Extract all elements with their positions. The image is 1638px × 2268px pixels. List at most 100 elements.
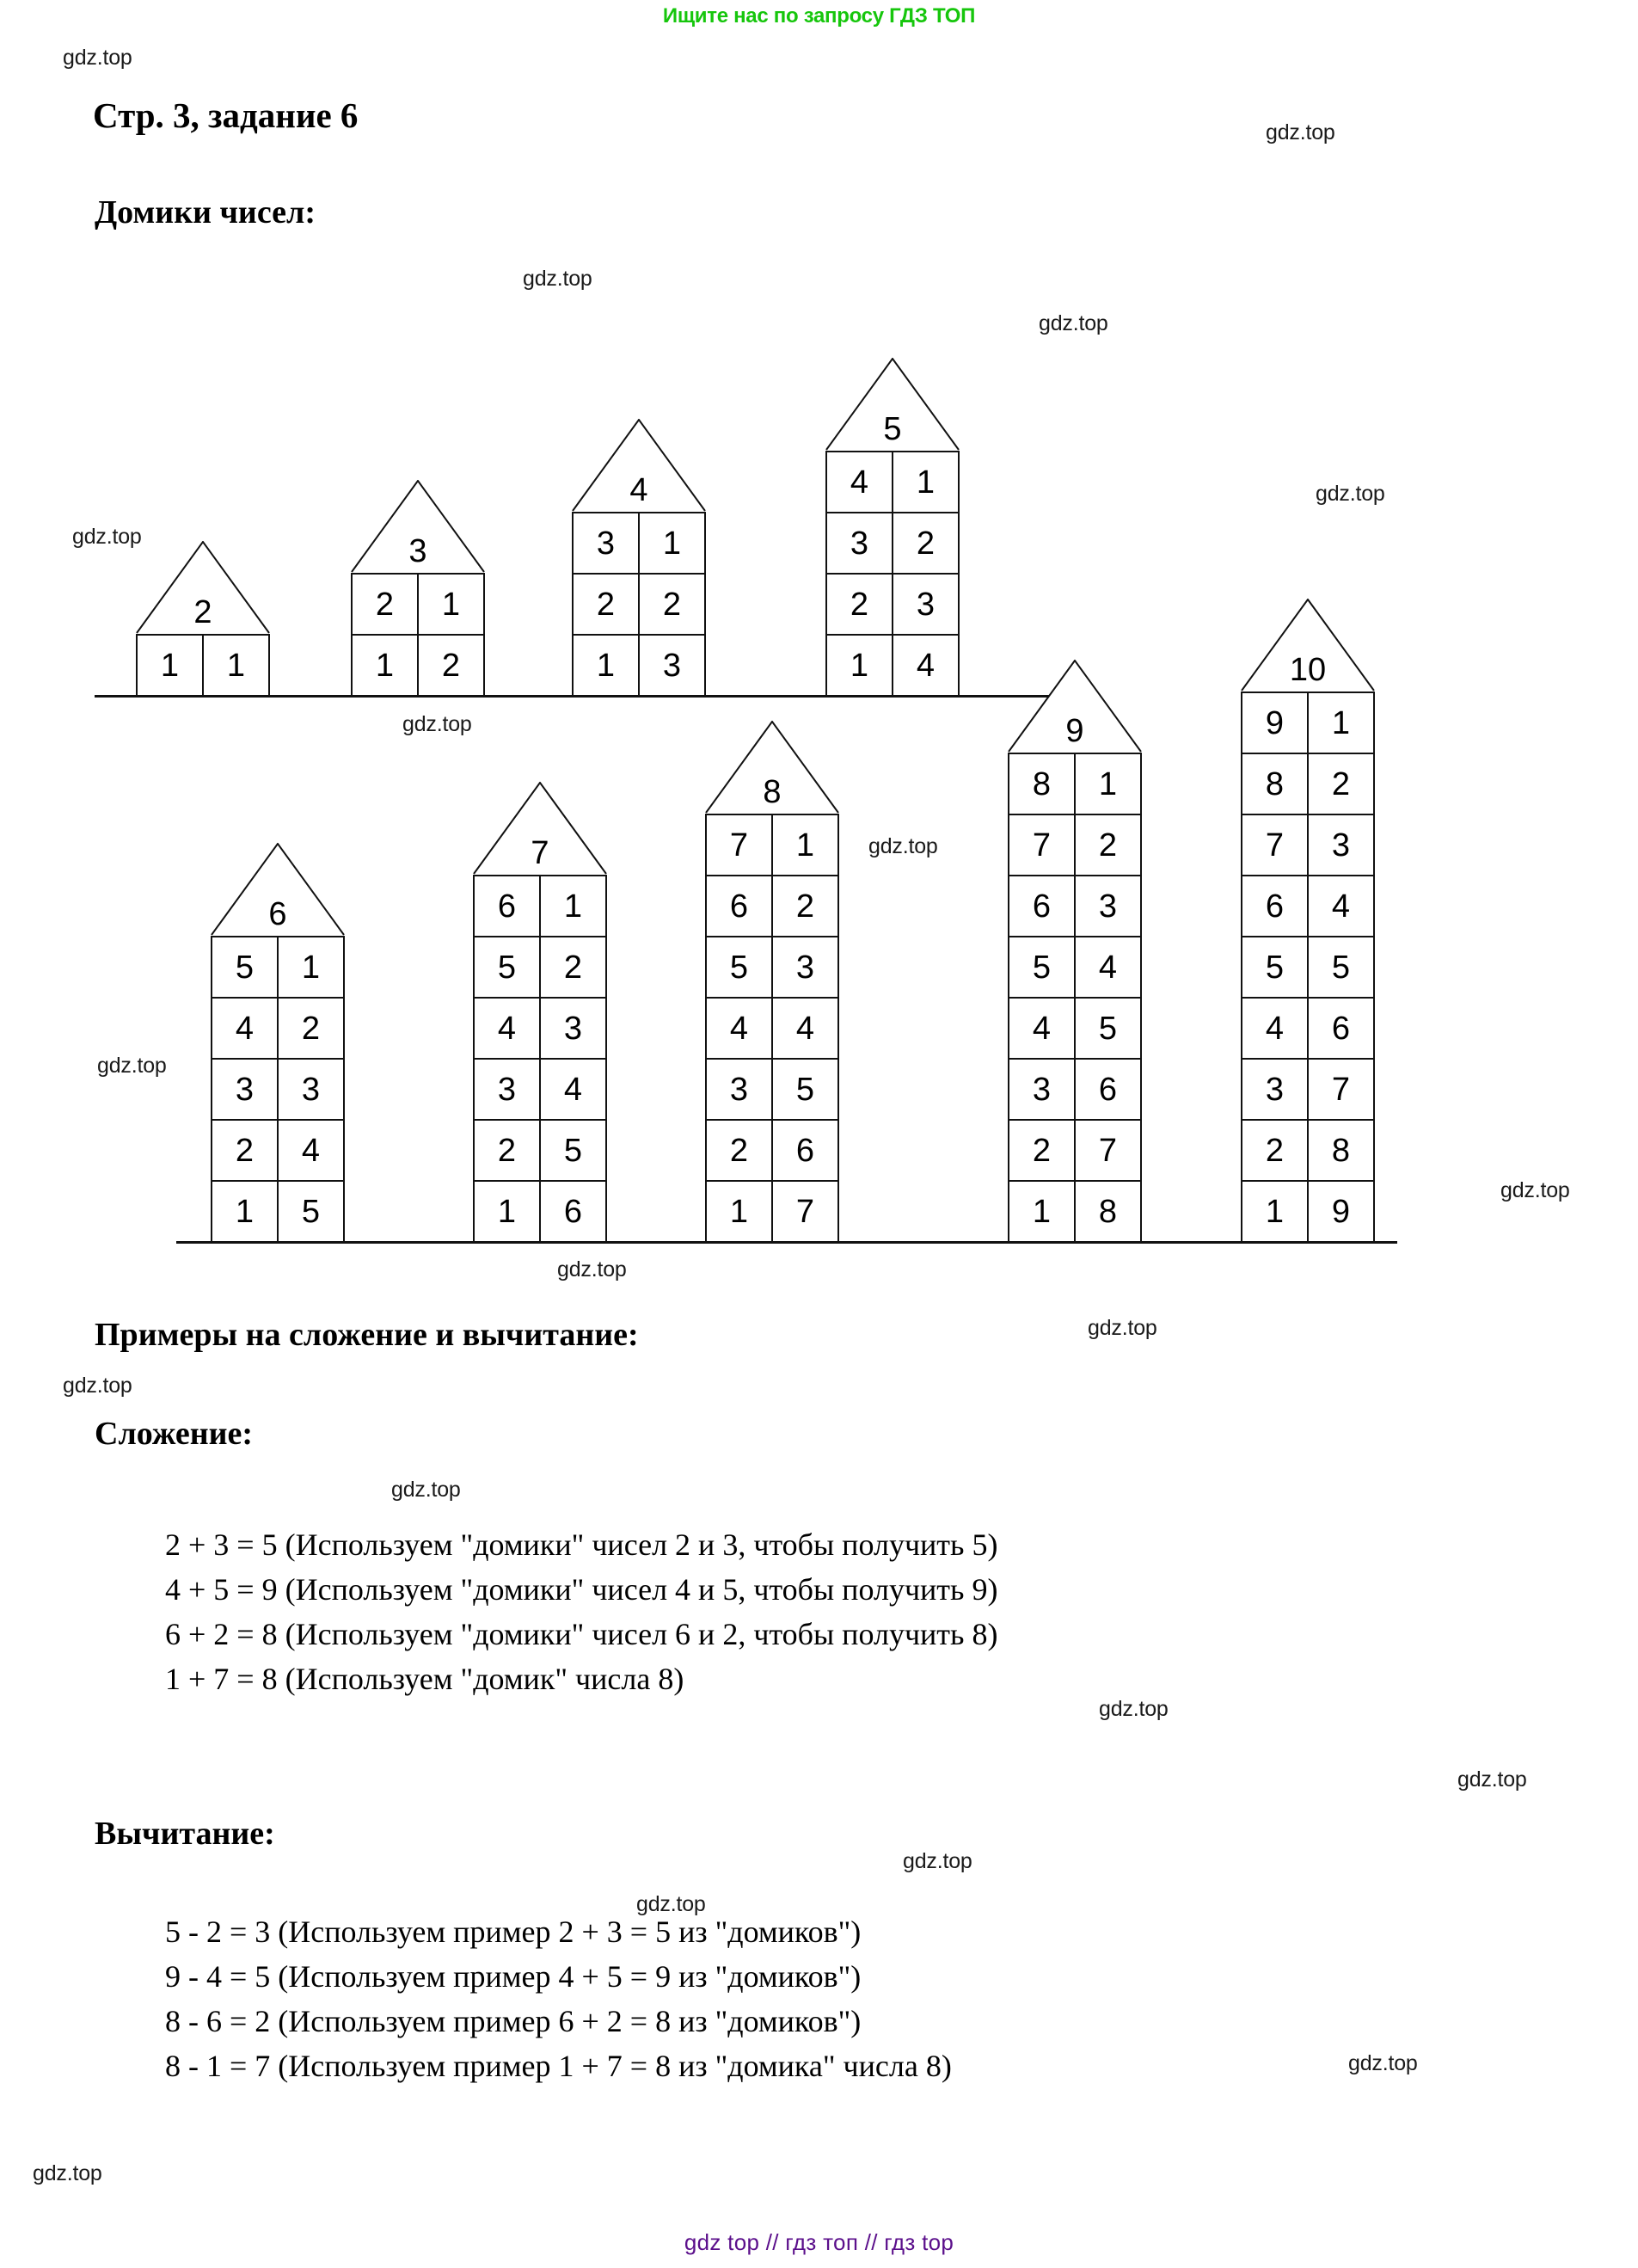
house-cell: 2: [640, 575, 706, 636]
house-roof-number: 2: [193, 594, 212, 630]
house-cell: 6: [707, 876, 773, 937]
watermark-gdz-top: gdz.top: [391, 1478, 461, 1502]
house-cell: 1: [893, 452, 960, 513]
watermark-gdz-top: gdz.top: [97, 1054, 167, 1078]
house-cell: 3: [574, 513, 640, 575]
house-cell: 2: [419, 636, 485, 697]
house-cell: 1: [475, 1182, 541, 1243]
subtraction_examples-example-line: 8 - 1 = 7 (Используем пример 1 + 7 = 8 и…: [165, 2049, 952, 2083]
house-cell: 1: [1309, 693, 1375, 754]
watermark-gdz-top: gdz.top: [72, 525, 142, 549]
house-cell: 1: [640, 513, 706, 575]
house-roof-number: 4: [629, 472, 648, 508]
house-cell: 6: [1242, 876, 1309, 937]
house-cell: 5: [1009, 937, 1076, 999]
subtraction_examples-example-line: 8 - 6 = 2 (Используем пример 6 + 2 = 8 и…: [165, 2004, 862, 2038]
watermark-gdz-top: gdz.top: [1266, 120, 1335, 144]
house-cell: 7: [1309, 1060, 1375, 1121]
watermark-gdz-top: gdz.top: [1039, 311, 1108, 335]
house-cell: 1: [212, 1182, 279, 1243]
house-cell: 4: [827, 452, 893, 513]
house-cell: 3: [1009, 1060, 1076, 1121]
addition_examples-example-line: 1 + 7 = 8 (Используем "домик" числа 8): [165, 1662, 684, 1696]
house-cell: 6: [541, 1182, 607, 1243]
house-cell: 6: [773, 1121, 839, 1182]
house-cell: 4: [707, 999, 773, 1060]
house-cell: 5: [1309, 937, 1375, 999]
addition-subtitle: Сложение:: [95, 1416, 254, 1452]
house-cell: 9: [1309, 1182, 1375, 1243]
watermark-gdz-top: gdz.top: [1348, 2051, 1418, 2075]
house-cell: 1: [279, 937, 345, 999]
house-cell: 3: [212, 1060, 279, 1121]
house-cell: 2: [827, 575, 893, 636]
watermark-gdz-top: gdz.top: [636, 1892, 706, 1916]
house-cell: 8: [1309, 1121, 1375, 1182]
house-cell: 3: [1309, 815, 1375, 876]
house-cell: 1: [773, 815, 839, 876]
house-cell: 1: [138, 636, 204, 697]
house-cell: 5: [1242, 937, 1309, 999]
house-cell: 2: [353, 575, 419, 636]
house-roof-number: 5: [883, 411, 902, 447]
house-cell: 6: [1076, 1060, 1142, 1121]
house-cell: 1: [574, 636, 640, 697]
house-roof: 9: [1008, 660, 1142, 753]
house-cell: 1: [541, 876, 607, 937]
promo-banner: Ищите нас по запросу ГДЗ ТОП: [662, 4, 976, 28]
watermark-gdz-top: gdz.top: [63, 1374, 132, 1398]
houses-section-title: Домики чисел:: [95, 194, 316, 230]
watermark-gdz-top: gdz.top: [402, 712, 472, 736]
house-cell: 2: [475, 1121, 541, 1182]
house-roof-number: 3: [408, 533, 427, 569]
house-cell: 1: [1009, 1182, 1076, 1243]
house-cell: 3: [827, 513, 893, 575]
watermark-gdz-top: gdz.top: [1316, 482, 1385, 506]
house-cell: 8: [1009, 754, 1076, 815]
house-cell: 2: [1242, 1121, 1309, 1182]
house-cell: 1: [204, 636, 270, 697]
house-cell: 5: [1076, 999, 1142, 1060]
house-roof-number: 8: [763, 774, 782, 810]
house-cell: 2: [574, 575, 640, 636]
house-cell: 7: [1009, 815, 1076, 876]
house-cell: 4: [1309, 876, 1375, 937]
watermark-gdz-top: gdz.top: [1457, 1767, 1527, 1792]
house-cell: 1: [1076, 754, 1142, 815]
